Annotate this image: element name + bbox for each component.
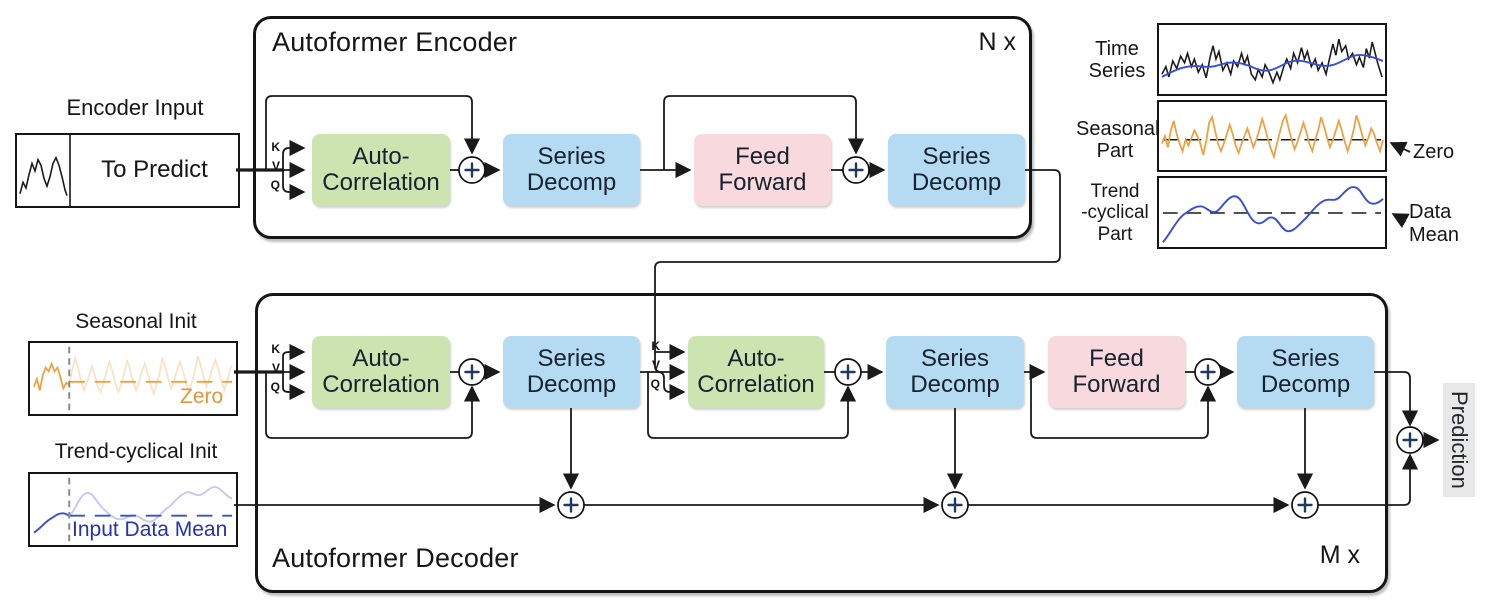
encoder-input-box: To Predict xyxy=(15,133,240,208)
decoder-ac2-v-label: V xyxy=(651,358,660,372)
block-label: Forward xyxy=(1072,371,1161,398)
encoder-auto-correlation-block: Auto- Correlation xyxy=(312,134,450,206)
zero-annotation: Zero xyxy=(1413,141,1455,163)
block-label: Series xyxy=(920,345,990,373)
seasonal-part-label: Seasonal Part xyxy=(1076,118,1160,163)
encoder-input-sketch xyxy=(19,155,68,196)
seasonal-init-zero-annotation: Zero xyxy=(180,385,224,408)
time-series-label-line: Time xyxy=(1095,38,1139,60)
encoder-repeat-label: N x xyxy=(978,28,1017,56)
block-label: Series xyxy=(537,345,606,373)
decoder-series-decomp1-block: Series Decomp xyxy=(503,336,640,408)
trend-part-label: Trend -cyclical Part xyxy=(1076,181,1154,245)
decoder-ac2-k-label: K xyxy=(651,339,660,353)
trend-part-plot xyxy=(1157,176,1387,249)
encoder-series-decomp2-block: Series Decomp xyxy=(888,134,1025,206)
seasonal-init-label: Seasonal Init xyxy=(75,310,197,333)
seasonal-part-label-line: Seasonal xyxy=(1076,118,1160,140)
decoder-ac1-k-label: K xyxy=(271,342,280,356)
decoder-series-decomp3-block: Series Decomp xyxy=(1237,336,1374,408)
block-label: Correlation xyxy=(697,371,815,398)
decoder-ac1-q-label: Q xyxy=(270,380,280,394)
data-mean-line: Data xyxy=(1409,201,1452,223)
seasonal-init-box: Zero xyxy=(28,341,238,416)
encoder-q-label: Q xyxy=(270,178,280,192)
encoder-input-divider xyxy=(69,135,71,206)
encoder-title: Autoformer Encoder xyxy=(272,27,518,57)
decoder-title: Autoformer Decoder xyxy=(272,543,519,573)
decoder-auto-correlation1-block: Auto- Correlation xyxy=(312,336,450,408)
block-label: Correlation xyxy=(322,169,440,196)
encoder-k-label: K xyxy=(271,140,280,154)
data-mean-annotation: Data Mean xyxy=(1409,201,1459,247)
trend-part-label-line: Part xyxy=(1097,223,1133,245)
decoder-feed-forward-block: Feed Forward xyxy=(1048,336,1185,408)
encoder-input-label: Encoder Input xyxy=(66,95,204,120)
block-label: Feed xyxy=(1089,345,1144,373)
block-label: Auto- xyxy=(352,143,410,171)
seasonal-part-label-line: Part xyxy=(1096,140,1134,163)
encoder-series-decomp1-block: Series Decomp xyxy=(503,134,640,206)
block-label: Forward xyxy=(718,169,807,196)
block-label: Decomp xyxy=(526,371,617,398)
seasonal-part-plot xyxy=(1157,100,1387,172)
trend-init-box: Input Data Mean xyxy=(28,472,238,547)
data-mean-line: Mean xyxy=(1409,224,1460,246)
prediction-label: Prediction xyxy=(1443,383,1475,497)
encoder-input-value: To Predict xyxy=(101,156,208,183)
block-label: Decomp xyxy=(1260,371,1351,398)
block-label: Decomp xyxy=(911,169,1002,196)
block-label: Decomp xyxy=(526,169,617,196)
block-label: Correlation xyxy=(322,371,440,398)
trend-init-mean-annotation: Input Data Mean xyxy=(72,518,228,541)
trend-init-label: Trend-cyclical Init xyxy=(54,440,218,463)
decoder-repeat-label: M x xyxy=(1319,541,1360,569)
block-label: Auto- xyxy=(352,345,410,373)
decoder-auto-correlation2-block: Auto- Correlation xyxy=(688,336,824,408)
block-label: Auto- xyxy=(727,345,785,373)
time-series-plot xyxy=(1157,23,1387,96)
sum-node xyxy=(1396,426,1424,454)
block-label: Series xyxy=(1271,345,1340,373)
decoder-ac1-v-label: V xyxy=(271,361,280,375)
encoder-v-label: V xyxy=(271,159,280,173)
trend-part-label-line: -cyclical xyxy=(1081,202,1149,224)
decoder-ac2-q-label: Q xyxy=(650,377,660,391)
block-label: Feed xyxy=(735,143,790,171)
time-series-label-line: Series xyxy=(1088,60,1146,83)
block-label: Series xyxy=(537,143,606,171)
block-label: Series xyxy=(922,143,991,171)
decoder-series-decomp2-block: Series Decomp xyxy=(886,336,1024,408)
time-series-label: Time Series xyxy=(1080,38,1154,83)
encoder-feed-forward-block: Feed Forward xyxy=(694,134,831,206)
block-label: Decomp xyxy=(910,371,1000,398)
trend-part-label-line: Trend xyxy=(1090,181,1140,202)
